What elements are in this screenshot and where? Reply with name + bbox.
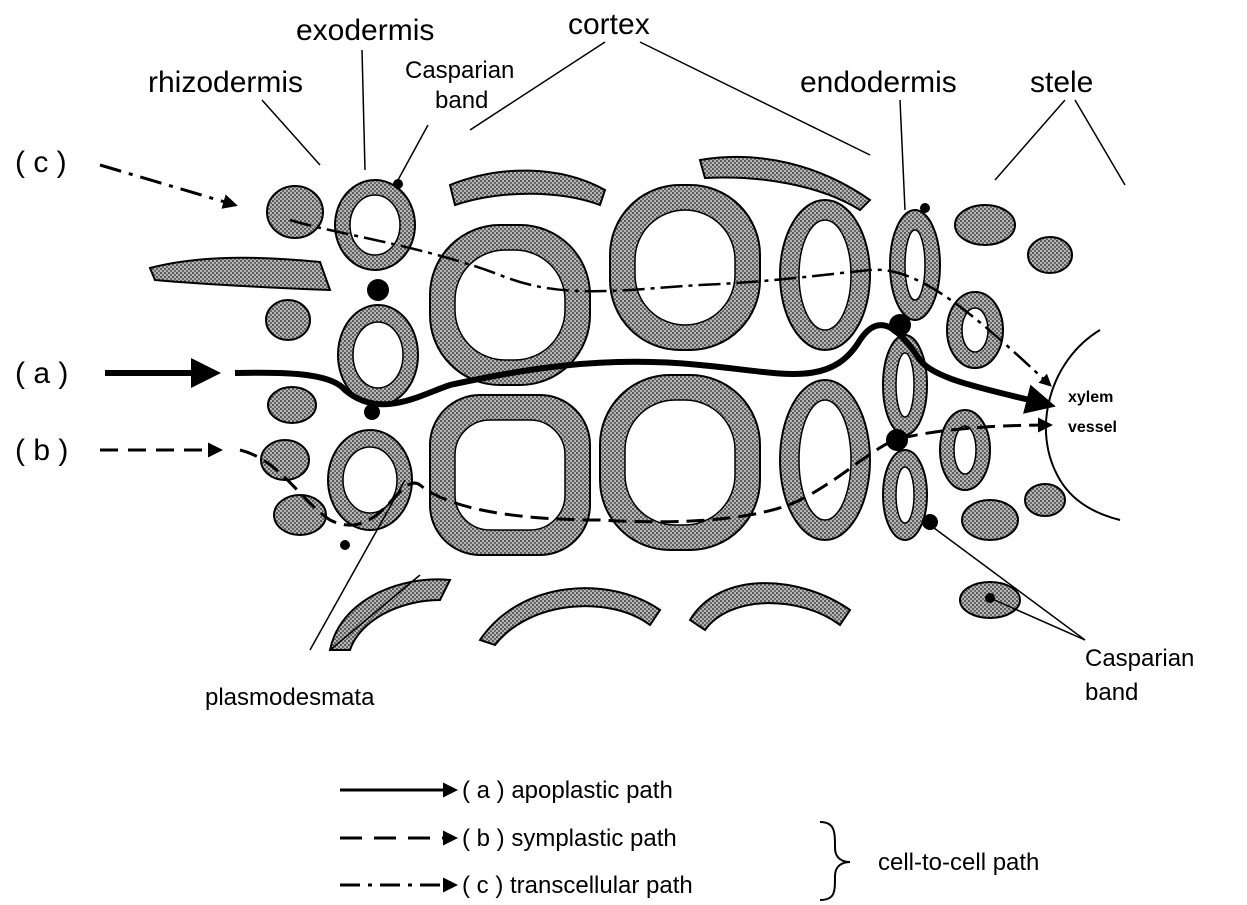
stele-cell [962, 500, 1018, 540]
root-hair-cell [150, 258, 330, 290]
stele-label: stele [1030, 66, 1093, 99]
rhizodermis-cell [261, 440, 309, 480]
legend-transcellular-label: ( c ) transcellular path [462, 872, 693, 899]
cortex-cell-partial [480, 588, 660, 645]
rhizodermis-cell [268, 387, 316, 423]
casparian-band-top-label-2: band [435, 87, 488, 114]
cortex-cell-partial [690, 583, 850, 630]
legend-apoplastic-label: ( a ) apoplastic path [462, 777, 673, 804]
exodermis-label: exodermis [296, 14, 434, 47]
casparian-band-right-label-1: Casparian [1085, 645, 1194, 672]
xylem-label-2: vessel [1068, 419, 1117, 436]
legend-brace [820, 822, 850, 900]
cortex-cell-partial [330, 579, 450, 650]
legend-symplastic-label: ( b ) symplastic path [462, 825, 677, 852]
stele-cell [955, 205, 1015, 245]
path-c-marker: ( c ) [15, 146, 67, 179]
xylem-label-1: xylem [1068, 389, 1113, 406]
transcellular-arrow-lead [100, 165, 235, 205]
plasmodesmata-label: plasmodesmata [205, 684, 375, 711]
stele-cell [1025, 484, 1065, 516]
cortex-label: cortex [568, 8, 650, 41]
cell-tissue [150, 157, 1072, 650]
casparian-band-right-label-2: band [1085, 679, 1138, 706]
endodermis-label: endodermis [800, 66, 957, 99]
cortex-cell-partial [450, 171, 605, 205]
path-a-marker: ( a ) [15, 357, 68, 390]
stele-cell [1028, 237, 1072, 273]
legend-group-label: cell-to-cell path [878, 849, 1039, 876]
path-b-marker: ( b ) [15, 434, 68, 467]
rhizodermis-cell [266, 300, 310, 340]
rhizodermis-cell [267, 186, 323, 238]
rhizodermis-cell [274, 495, 326, 535]
casparian-band-top-label-1: Casparian [405, 57, 514, 84]
rhizodermis-label: rhizodermis [148, 66, 303, 99]
legend: ( a ) apoplastic path ( b ) symplastic p… [340, 777, 1039, 900]
